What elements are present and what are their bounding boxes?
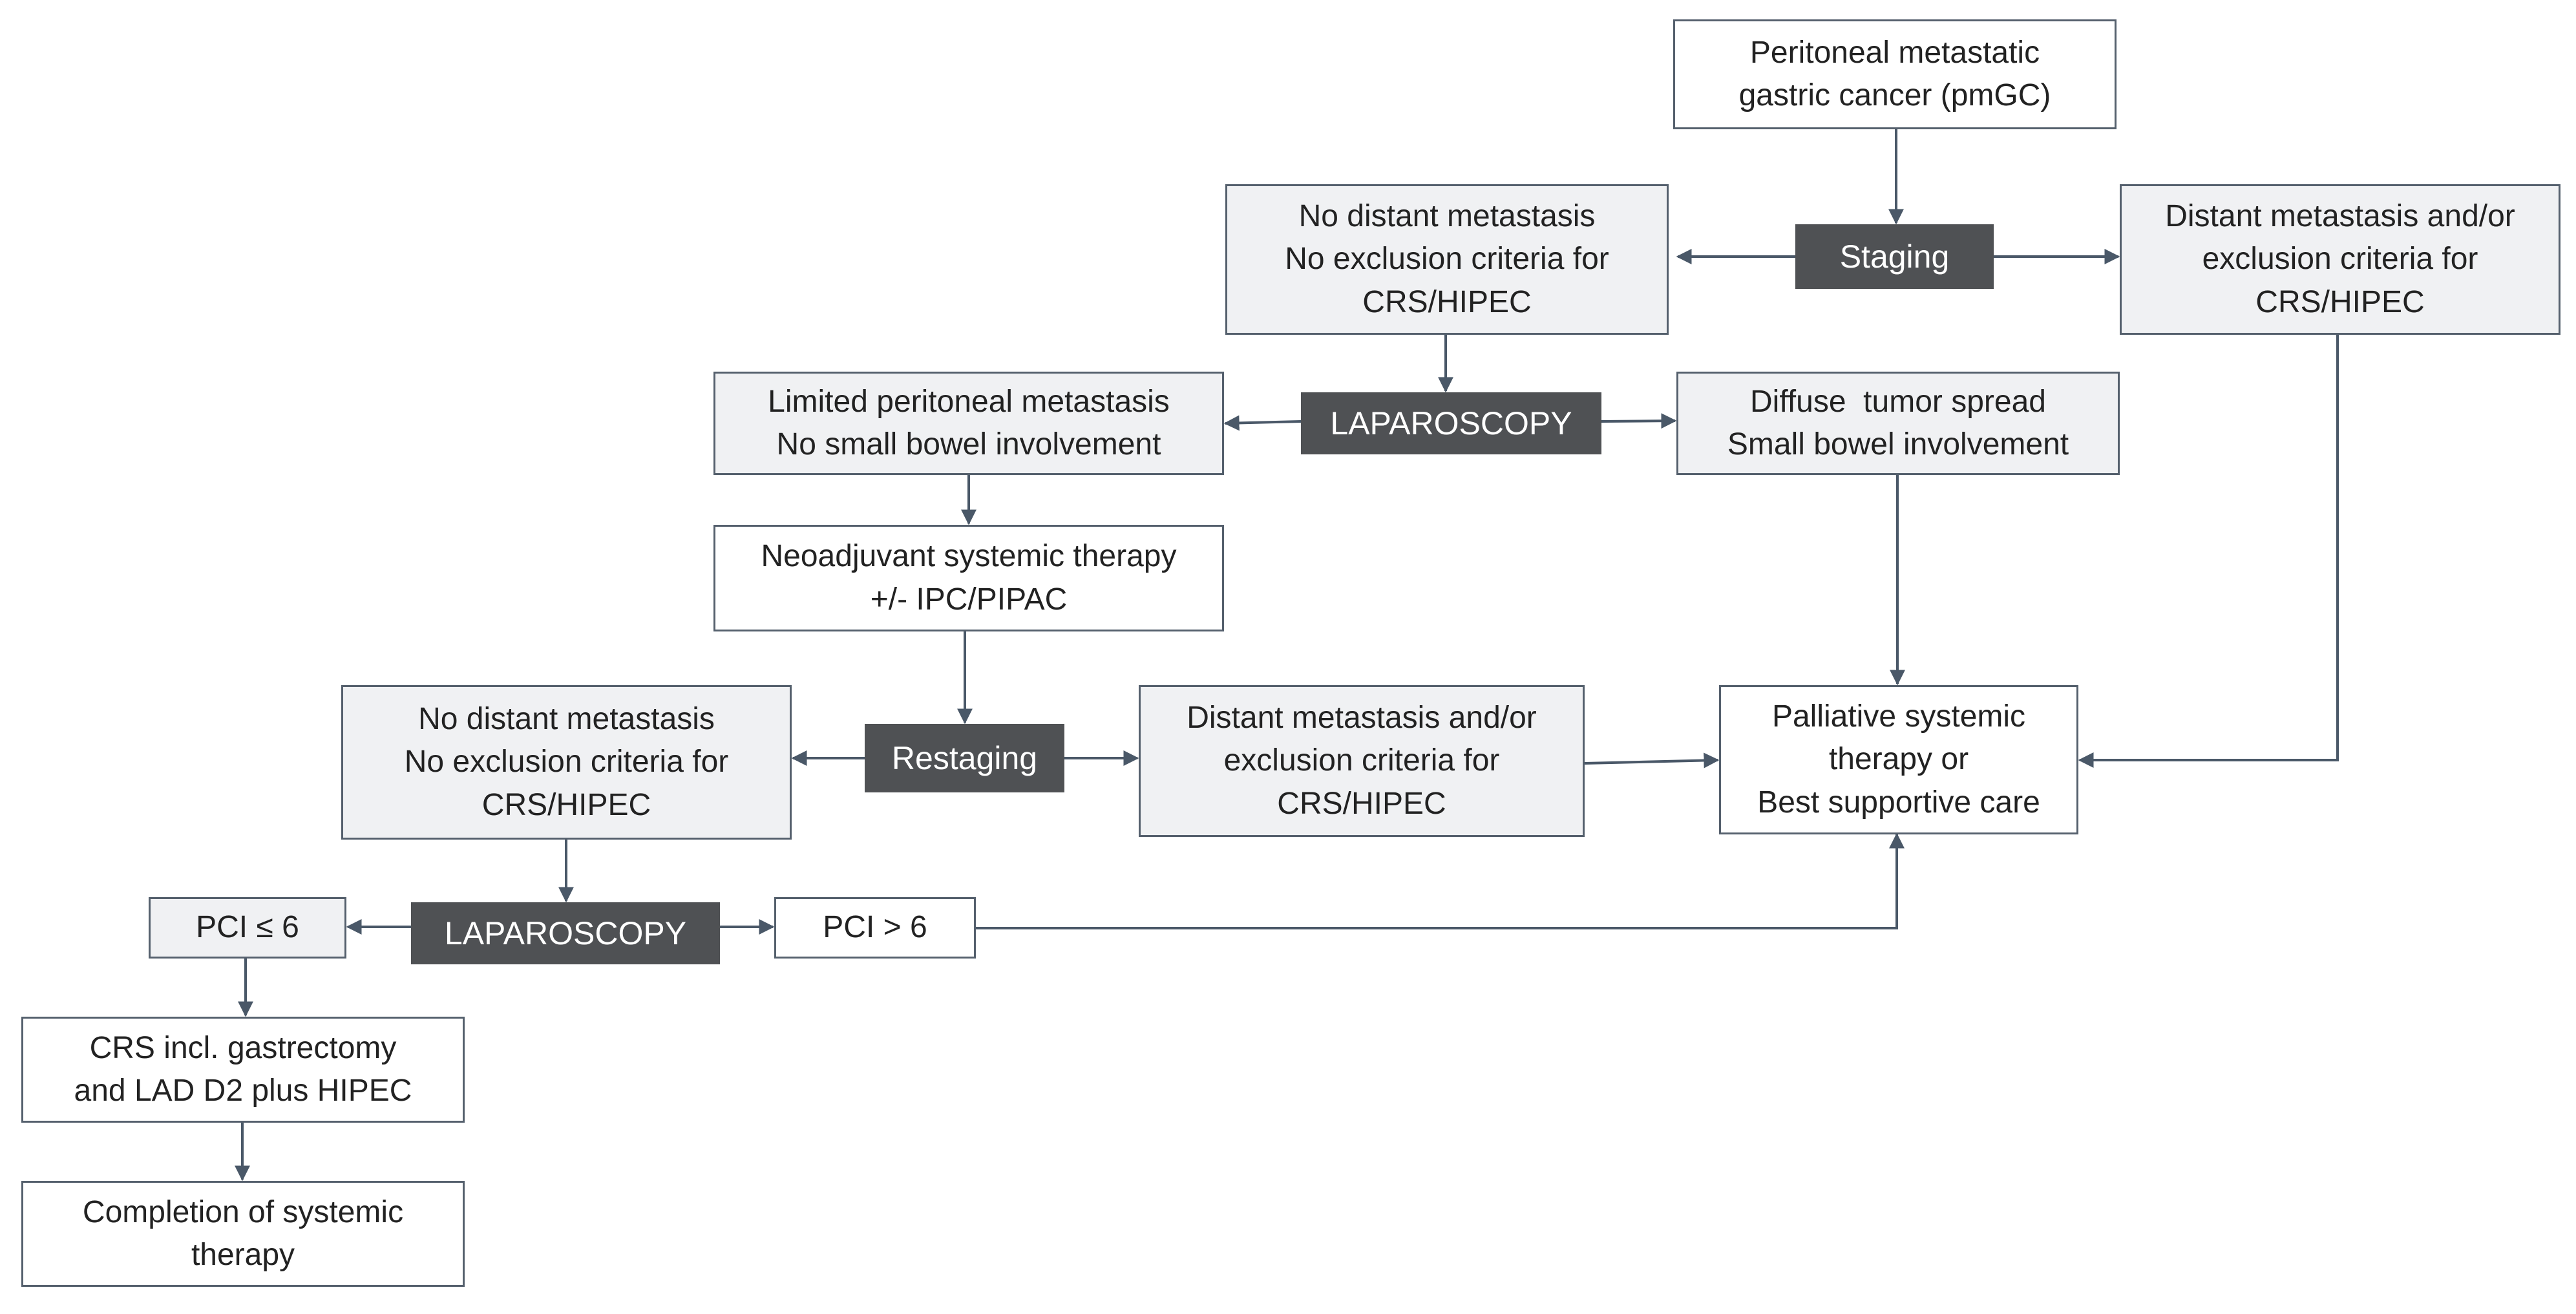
limited-pm-text: Limited peritoneal metastasis No small b… (768, 384, 1170, 461)
pci-le6-box: PCI ≤ 6 (149, 897, 346, 959)
pmgc-box: Peritoneal metastatic gastric cancer (pm… (1673, 19, 2117, 129)
diffuse-box: Diffuse tumor spread Small bowel involve… (1676, 372, 2120, 475)
diffuse-text: Diffuse tumor spread Small bowel involve… (1727, 384, 2069, 461)
laparoscopy-2-box: LAPAROSCOPY (411, 902, 720, 964)
arrow-pci-gt6-to-palliative (976, 832, 1905, 929)
distant-1-text: Distant metastasis and/or exclusion crit… (2165, 199, 2515, 319)
distant-1-box: Distant metastasis and/or exclusion crit… (2120, 184, 2560, 335)
staging-box: Staging (1795, 224, 1994, 289)
distant-2-box: Distant metastasis and/or exclusion crit… (1139, 685, 1585, 837)
staging-label: Staging (1839, 238, 1950, 275)
arrow-distant-2-to-palliative (1584, 752, 1720, 768)
laparoscopy-2-label: LAPAROSCOPY (444, 915, 687, 951)
restaging-box: Restaging (865, 724, 1064, 792)
completion-text: Completion of systemic therapy (82, 1194, 404, 1272)
arrow-laparoscopy-1-to-limited (1223, 415, 1302, 431)
pci-gt6-label: PCI > 6 (823, 910, 927, 945)
pci-le6-label: PCI ≤ 6 (196, 910, 299, 945)
distant-2-text: Distant metastasis and/or exclusion crit… (1187, 701, 1537, 821)
restaging-label: Restaging (891, 739, 1038, 776)
crs-box: CRS incl. gastrectomy and LAD D2 plus HI… (21, 1017, 465, 1123)
crs-text: CRS incl. gastrectomy and LAD D2 plus HI… (74, 1030, 412, 1108)
no-distant-1-text: No distant metastasis No exclusion crite… (1285, 199, 1609, 319)
palliative-box: Palliative systemic therapy or Best supp… (1719, 685, 2078, 834)
no-distant-1-box: No distant metastasis No exclusion crite… (1225, 184, 1669, 335)
arrow-distant-1-to-palliative (2078, 335, 2339, 768)
palliative-text: Palliative systemic therapy or Best supp… (1757, 699, 2040, 820)
limited-pm-box: Limited peritoneal metastasis No small b… (713, 372, 1224, 475)
pci-gt6-box: PCI > 6 (774, 897, 976, 959)
completion-box: Completion of systemic therapy (21, 1181, 465, 1287)
laparoscopy-1-box: LAPAROSCOPY (1301, 392, 1601, 454)
neoadjuvant-box: Neoadjuvant systemic therapy +/- IPC/PIP… (713, 525, 1224, 631)
no-distant-2-text: No distant metastasis No exclusion crite… (404, 702, 729, 822)
laparoscopy-1-label: LAPAROSCOPY (1330, 405, 1572, 441)
pmgc-text: Peritoneal metastatic gastric cancer (pm… (1738, 35, 2051, 112)
no-distant-2-box: No distant metastasis No exclusion crite… (341, 685, 792, 840)
neoadjuvant-text: Neoadjuvant systemic therapy +/- IPC/PIP… (761, 539, 1177, 617)
